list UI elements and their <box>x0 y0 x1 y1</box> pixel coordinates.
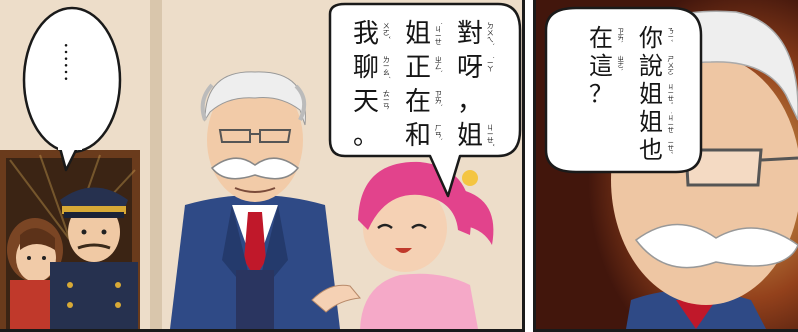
speech-char: 你 <box>639 24 663 52</box>
speech-char: 姐 <box>457 121 483 151</box>
bopomofo-ruby: ㄓㄥˋ <box>434 56 442 74</box>
bopomofo-ruby: ㄏㄢˋ <box>434 124 442 142</box>
speech-text-right: 你ㄋㄧˇ說ㄕㄨㄛ姐ㄐㄧㄝˇ姐˙ㄐㄧㄝ也ㄧㄝˇ在ㄗㄞˋ這ㄓㄜˋ？ <box>589 24 674 164</box>
girl-character <box>311 161 494 329</box>
bopomofo-ruby: ㄐㄧㄝˇ <box>666 83 674 104</box>
bopomofo-ruby: ˙ㄧㄚ <box>486 56 494 72</box>
speech-char: 在 <box>405 87 431 117</box>
speech-char: 對 <box>457 19 483 49</box>
speech-char: 姐 <box>639 80 663 108</box>
bopomofo-ruby: ˙ㄐㄧㄝ <box>434 22 442 45</box>
bopomofo-ruby: ˙ㄐㄧㄝ <box>666 111 674 133</box>
bopomofo-ruby: ㄌㄧㄠˊ <box>382 56 390 79</box>
bopomofo-ruby: ㄗㄞˋ <box>434 90 442 108</box>
panel-right-art: 你ㄋㄧˇ說ㄕㄨㄛ姐ㄐㄧㄝˇ姐˙ㄐㄧㄝ也ㄧㄝˇ在ㄗㄞˋ這ㄓㄜˋ？ <box>536 0 798 329</box>
bopomofo-ruby: ㄓㄜˋ <box>616 55 624 72</box>
bopomofo-ruby: ㄕㄨㄛ <box>666 55 674 75</box>
speech-char: 。 <box>353 121 379 151</box>
speech-char: 姐 <box>405 19 431 49</box>
speech-char: ， <box>457 87 483 117</box>
bopomofo-ruby: ㄨㄛˇ <box>382 22 390 40</box>
bopomofo-ruby: ㄋㄧˇ <box>666 27 674 42</box>
speech-char: 和 <box>405 121 431 151</box>
speech-bubble-main <box>328 2 522 198</box>
speech-bubble-ellipsis <box>22 6 122 172</box>
speech-char: ？ <box>589 80 613 108</box>
speech-char: 在 <box>589 24 613 52</box>
bopomofo-ruby: ㄉㄨㄟˋ <box>486 21 494 46</box>
speech-bubble-right <box>544 6 703 174</box>
speech-char: 我 <box>353 19 379 49</box>
speech-char: 天 <box>353 87 379 117</box>
speech-text-left: 對ㄉㄨㄟˋ呀˙ㄧㄚ，姐ㄐㄧㄝˇ姐˙ㄐㄧㄝ正ㄓㄥˋ在ㄗㄞˋ和ㄏㄢˋ我ㄨㄛˇ聊ㄌㄧㄠ… <box>353 19 494 151</box>
bopomofo-ruby: ㄊㄧㄢ <box>382 89 390 111</box>
bopomofo-ruby: ㄐㄧㄝˇ <box>486 124 494 147</box>
speech-char: 也 <box>639 136 663 164</box>
speech-char: 這 <box>589 52 613 80</box>
bopomofo-ruby: ㄧㄝˇ <box>666 139 674 154</box>
gentleman-character <box>170 71 340 329</box>
speech-char: 說 <box>639 52 663 80</box>
bopomofo-ruby: ㄗㄞˋ <box>616 27 624 44</box>
guard-character <box>50 187 138 329</box>
speech-char: 正 <box>405 53 431 83</box>
speech-char: 姐 <box>639 108 663 136</box>
ellipsis-text: …… <box>60 42 84 82</box>
speech-char: 呀 <box>457 53 483 83</box>
speech-char: 聊 <box>353 53 379 83</box>
